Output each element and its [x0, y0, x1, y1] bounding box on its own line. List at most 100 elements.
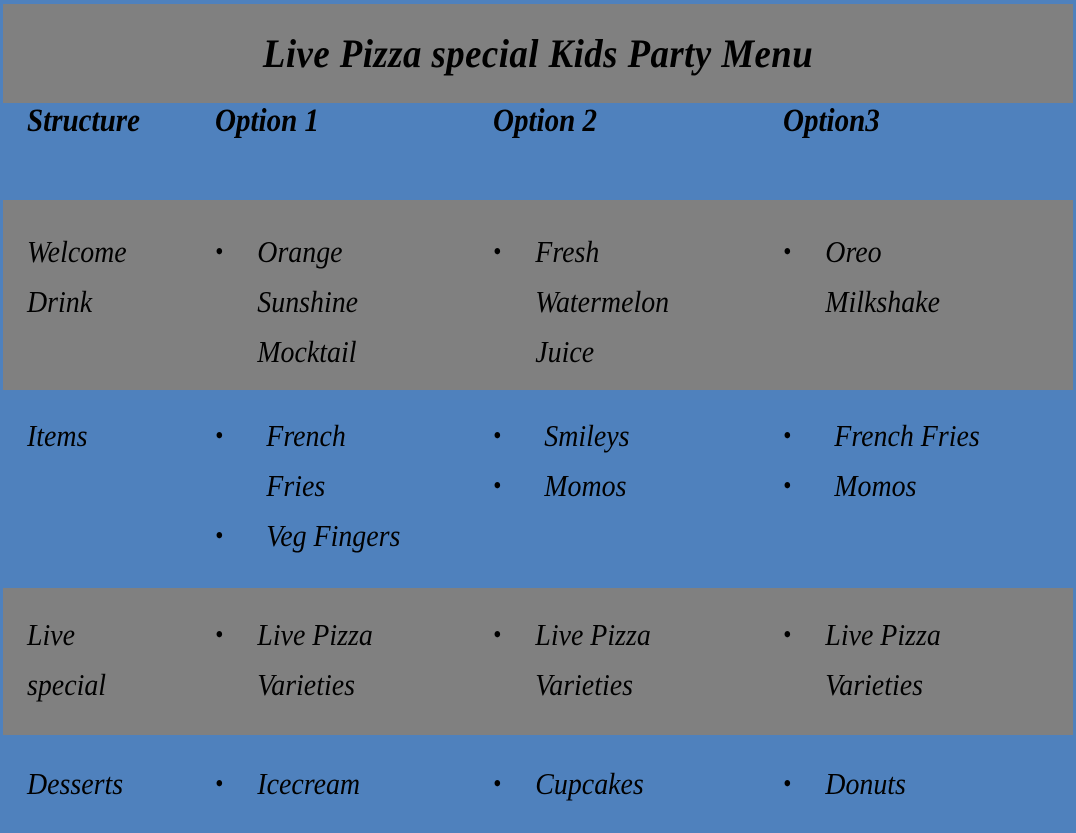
table-row-desserts: Desserts • Icecream • Cupcakes •: [3, 735, 1073, 828]
bullet-list: • Donuts: [783, 735, 1073, 809]
column-header-option2-label: Option 2: [493, 103, 598, 139]
list-item-label-cont: Fries: [266, 468, 326, 503]
bullet-icon: •: [215, 237, 224, 266]
row-structure-cell: Items: [3, 390, 215, 588]
bullet-icon: •: [493, 769, 502, 798]
list-item-label: Oreo: [825, 234, 882, 269]
list-item-label-cont: Varieties: [257, 667, 355, 702]
list-item: • Momos: [783, 461, 1044, 511]
row-structure-cell: Live special: [3, 588, 215, 735]
list-item-label-cont2: Mocktail: [257, 334, 357, 369]
list-item-label-cont: Varieties: [825, 667, 923, 702]
list-item-label: Donuts: [825, 766, 906, 801]
list-item-label: Fresh: [535, 234, 600, 269]
list-item-label-cont: Sunshine: [257, 284, 359, 319]
bullet-icon: •: [493, 471, 502, 500]
list-item: • Live Pizza Varieties: [215, 610, 465, 710]
list-item-label-cont: Watermelon: [535, 284, 670, 319]
list-item: • Icecream: [215, 759, 465, 809]
bullet-list: • Fresh Watermelon Juice: [493, 200, 783, 377]
list-item: • Live Pizza Varieties: [783, 610, 1044, 710]
bullet-icon: •: [493, 421, 502, 450]
bullet-icon: •: [783, 421, 792, 450]
list-item: • Fresh Watermelon Juice: [493, 227, 754, 377]
bullet-list: • Oreo Milkshake: [783, 200, 1073, 327]
menu-title-row: Live Pizza special Kids Party Menu: [3, 4, 1073, 103]
row-option1-cell: • Orange Sunshine Mocktail: [215, 200, 493, 390]
bullet-icon: •: [493, 620, 502, 649]
list-item-label: Momos: [834, 468, 917, 503]
list-item: • Oreo Milkshake: [783, 227, 1044, 327]
list-item-label: Cupcakes: [535, 766, 644, 801]
row-option2-cell: • Cupcakes: [493, 735, 783, 828]
bullet-list: • French Fries • Momos: [783, 390, 1073, 511]
row-structure-label: Desserts: [27, 766, 124, 801]
column-header-structure: Structure: [3, 103, 215, 200]
list-item-label: French: [266, 418, 346, 453]
row-option2-cell: • Live Pizza Varieties: [493, 588, 783, 735]
table-header-row: Structure Option 1 Option 2 Option3: [3, 103, 1073, 200]
table-row-live-special: Live special • Live Pizza Varieties • Li…: [3, 588, 1073, 735]
list-item: • Veg Fingers: [215, 511, 465, 561]
row-option3-cell: • Oreo Milkshake: [783, 200, 1073, 390]
table-row-items: Items • French Fries • Veg Fingers • Smi…: [3, 390, 1073, 588]
bullet-list: • Smileys • Momos: [493, 390, 783, 511]
list-item-label: French Fries: [834, 418, 980, 453]
list-item: • Smileys: [493, 411, 754, 461]
column-header-option3-label: Option3: [783, 103, 880, 139]
list-item: • Cupcakes: [493, 759, 754, 809]
bullet-icon: •: [783, 620, 792, 649]
column-header-option3: Option3: [783, 103, 1073, 200]
list-item-label: Orange: [257, 234, 343, 269]
row-structure-cell: Welcome Drink: [3, 200, 215, 390]
list-item: • Orange Sunshine Mocktail: [215, 227, 465, 377]
row-structure-label: Items: [27, 418, 88, 453]
row-option3-cell: • French Fries • Momos: [783, 390, 1073, 588]
list-item-label: Live Pizza: [825, 617, 941, 652]
row-structure-cell: Desserts: [3, 735, 215, 828]
bullet-list: • Live Pizza Varieties: [493, 588, 783, 710]
list-item-label: Veg Fingers: [266, 518, 401, 553]
page-title: Live Pizza special Kids Party Menu: [262, 31, 814, 76]
bullet-icon: •: [215, 421, 224, 450]
bullet-icon: •: [215, 620, 224, 649]
bullet-icon: •: [493, 237, 502, 266]
column-header-structure-label: Structure: [27, 103, 140, 139]
list-item-label: Momos: [544, 468, 627, 503]
column-header-option1-label: Option 1: [215, 103, 320, 139]
list-item-label-cont: Varieties: [535, 667, 633, 702]
list-item-label: Smileys: [544, 418, 630, 453]
row-option2-cell: • Smileys • Momos: [493, 390, 783, 588]
bullet-icon: •: [783, 769, 792, 798]
row-option2-cell: • Fresh Watermelon Juice: [493, 200, 783, 390]
bullet-list: • Live Pizza Varieties: [215, 588, 493, 710]
list-item: • Live Pizza Varieties: [493, 610, 754, 710]
list-item: • French Fries: [783, 411, 1044, 461]
bullet-list: • Cupcakes: [493, 735, 783, 809]
list-item-label-cont: Milkshake: [825, 284, 940, 319]
row-structure-label: Live special: [27, 617, 107, 702]
list-item-label: Icecream: [257, 766, 361, 801]
bullet-list: • Live Pizza Varieties: [783, 588, 1073, 710]
row-structure-label: Welcome Drink: [27, 234, 127, 319]
row-option1-cell: • Live Pizza Varieties: [215, 588, 493, 735]
list-item: • French Fries: [215, 411, 465, 511]
table-row-welcome-drink: Welcome Drink • Orange Sunshine Mocktail…: [3, 200, 1073, 390]
row-option1-cell: • French Fries • Veg Fingers: [215, 390, 493, 588]
list-item: • Momos: [493, 461, 754, 511]
bullet-list: • French Fries • Veg Fingers: [215, 390, 493, 561]
bullet-list: • Icecream: [215, 735, 493, 809]
bullet-icon: •: [215, 769, 224, 798]
row-option3-cell: • Live Pizza Varieties: [783, 588, 1073, 735]
bullet-icon: •: [215, 521, 224, 550]
list-item-label: Live Pizza: [257, 617, 373, 652]
list-item-label-cont2: Juice: [535, 334, 595, 369]
list-item: • Donuts: [783, 759, 1044, 809]
bullet-icon: •: [783, 471, 792, 500]
bullet-list: • Orange Sunshine Mocktail: [215, 200, 493, 377]
bullet-icon: •: [783, 237, 792, 266]
row-option3-cell: • Donuts: [783, 735, 1073, 828]
list-item-label: Live Pizza: [535, 617, 651, 652]
row-option1-cell: • Icecream: [215, 735, 493, 828]
